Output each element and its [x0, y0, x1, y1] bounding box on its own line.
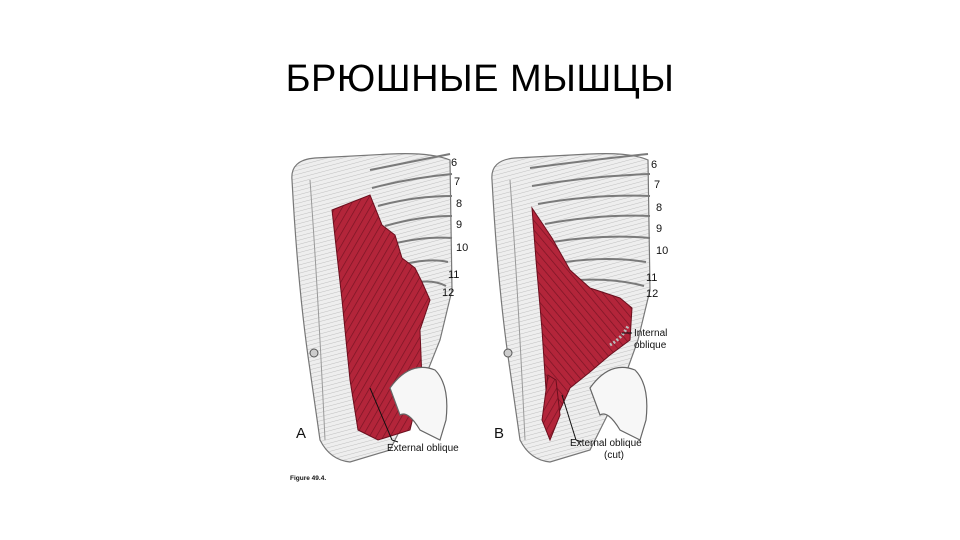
- rib-number-10-a: 10: [456, 242, 468, 254]
- navel-a: [309, 348, 319, 358]
- abdominal-muscles-illustration: 6 7 8 9 10 11 12 A External oblique: [290, 153, 668, 482]
- rib-number-11-a: 11: [448, 269, 459, 281]
- figure-caption: Figure 49.4.: [290, 475, 326, 482]
- rib-number-12-a: 12: [442, 287, 454, 299]
- rib-number-7-a: 7: [454, 176, 460, 188]
- rib-number-8-b: 8: [656, 202, 662, 214]
- rib-number-10-b: 10: [656, 245, 668, 257]
- label-external-oblique-a: External oblique: [387, 443, 459, 454]
- ribs-b: [529, 153, 651, 287]
- label-external-oblique-cut: (cut): [604, 450, 624, 461]
- iliac-crest-a: [389, 366, 448, 441]
- anatomy-figure: 6 7 8 9 10 11 12 A External oblique: [270, 140, 690, 500]
- iliac-crest-b: [589, 366, 648, 441]
- rib-number-6-b: 6: [651, 159, 657, 171]
- panel-letter-a: A: [296, 425, 306, 442]
- rib-number-6-a: 6: [451, 157, 457, 169]
- rib-number-8-a: 8: [456, 198, 462, 210]
- slide-title: БРЮШНЫЕ МЫШЦЫ: [285, 58, 675, 100]
- rib-number-7-b: 7: [654, 179, 660, 191]
- label-internal-oblique-line1: Internal: [634, 328, 667, 339]
- rib-number-12-b: 12: [646, 288, 658, 300]
- panel-letter-b: B: [494, 425, 504, 442]
- label-internal-oblique-line2: oblique: [634, 340, 667, 351]
- label-external-oblique-b: External oblique: [570, 438, 642, 449]
- navel-b: [503, 348, 513, 358]
- rib-number-9-a: 9: [456, 219, 462, 231]
- internal-oblique-muscle-b: [531, 206, 633, 426]
- panel-a-illustration: [291, 153, 453, 463]
- external-oblique-cut-b: [541, 374, 561, 442]
- rib-numbers-a: 6 7 8 9 10 11 12: [442, 157, 468, 299]
- rib-number-11-b: 11: [646, 272, 657, 284]
- rib-numbers-b: 6 7 8 9 10 11 12: [646, 159, 668, 300]
- rib-number-9-b: 9: [656, 223, 662, 235]
- ribs-a: [369, 153, 453, 287]
- panel-b-illustration: [491, 153, 651, 463]
